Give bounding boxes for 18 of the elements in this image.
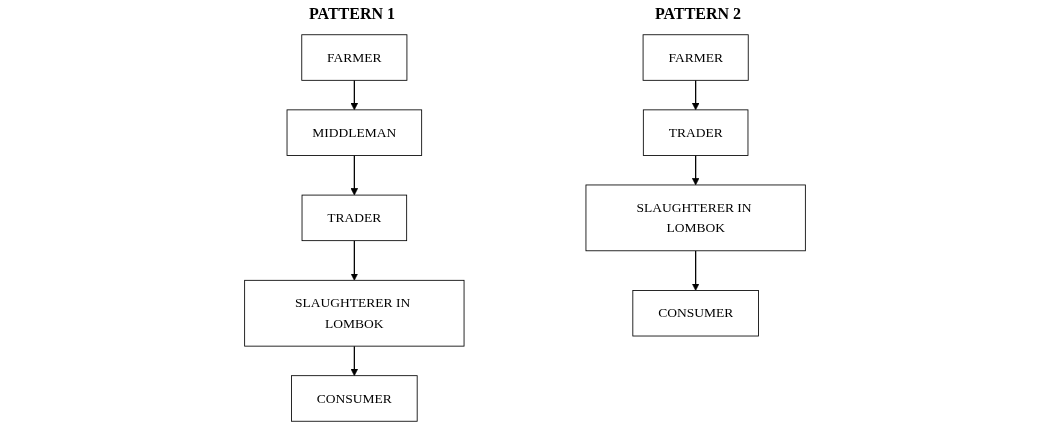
- pattern-heading: PATTERN 1: [308, 5, 395, 23]
- node-box: SLAUGHTERER IN LOMBOK: [585, 184, 806, 252]
- arrow: [691, 79, 700, 111]
- node-box: TRADER: [301, 194, 408, 242]
- arrow: [691, 250, 700, 291]
- node-box: CONSUMER: [632, 290, 759, 337]
- node-box: FARMER: [642, 34, 749, 81]
- node-box: FARMER: [301, 34, 408, 81]
- arrow: [350, 345, 359, 376]
- node-box: SLAUGHTERER IN LOMBOK: [244, 279, 465, 347]
- arrow: [350, 79, 359, 111]
- node-box: CONSUMER: [291, 375, 418, 422]
- arrow: [691, 154, 700, 186]
- pattern-heading: PATTERN 2: [655, 5, 742, 23]
- node-box: TRADER: [642, 109, 749, 156]
- arrow: [350, 240, 359, 281]
- node-box: MIDDLEMAN: [286, 109, 423, 156]
- arrow: [350, 154, 359, 196]
